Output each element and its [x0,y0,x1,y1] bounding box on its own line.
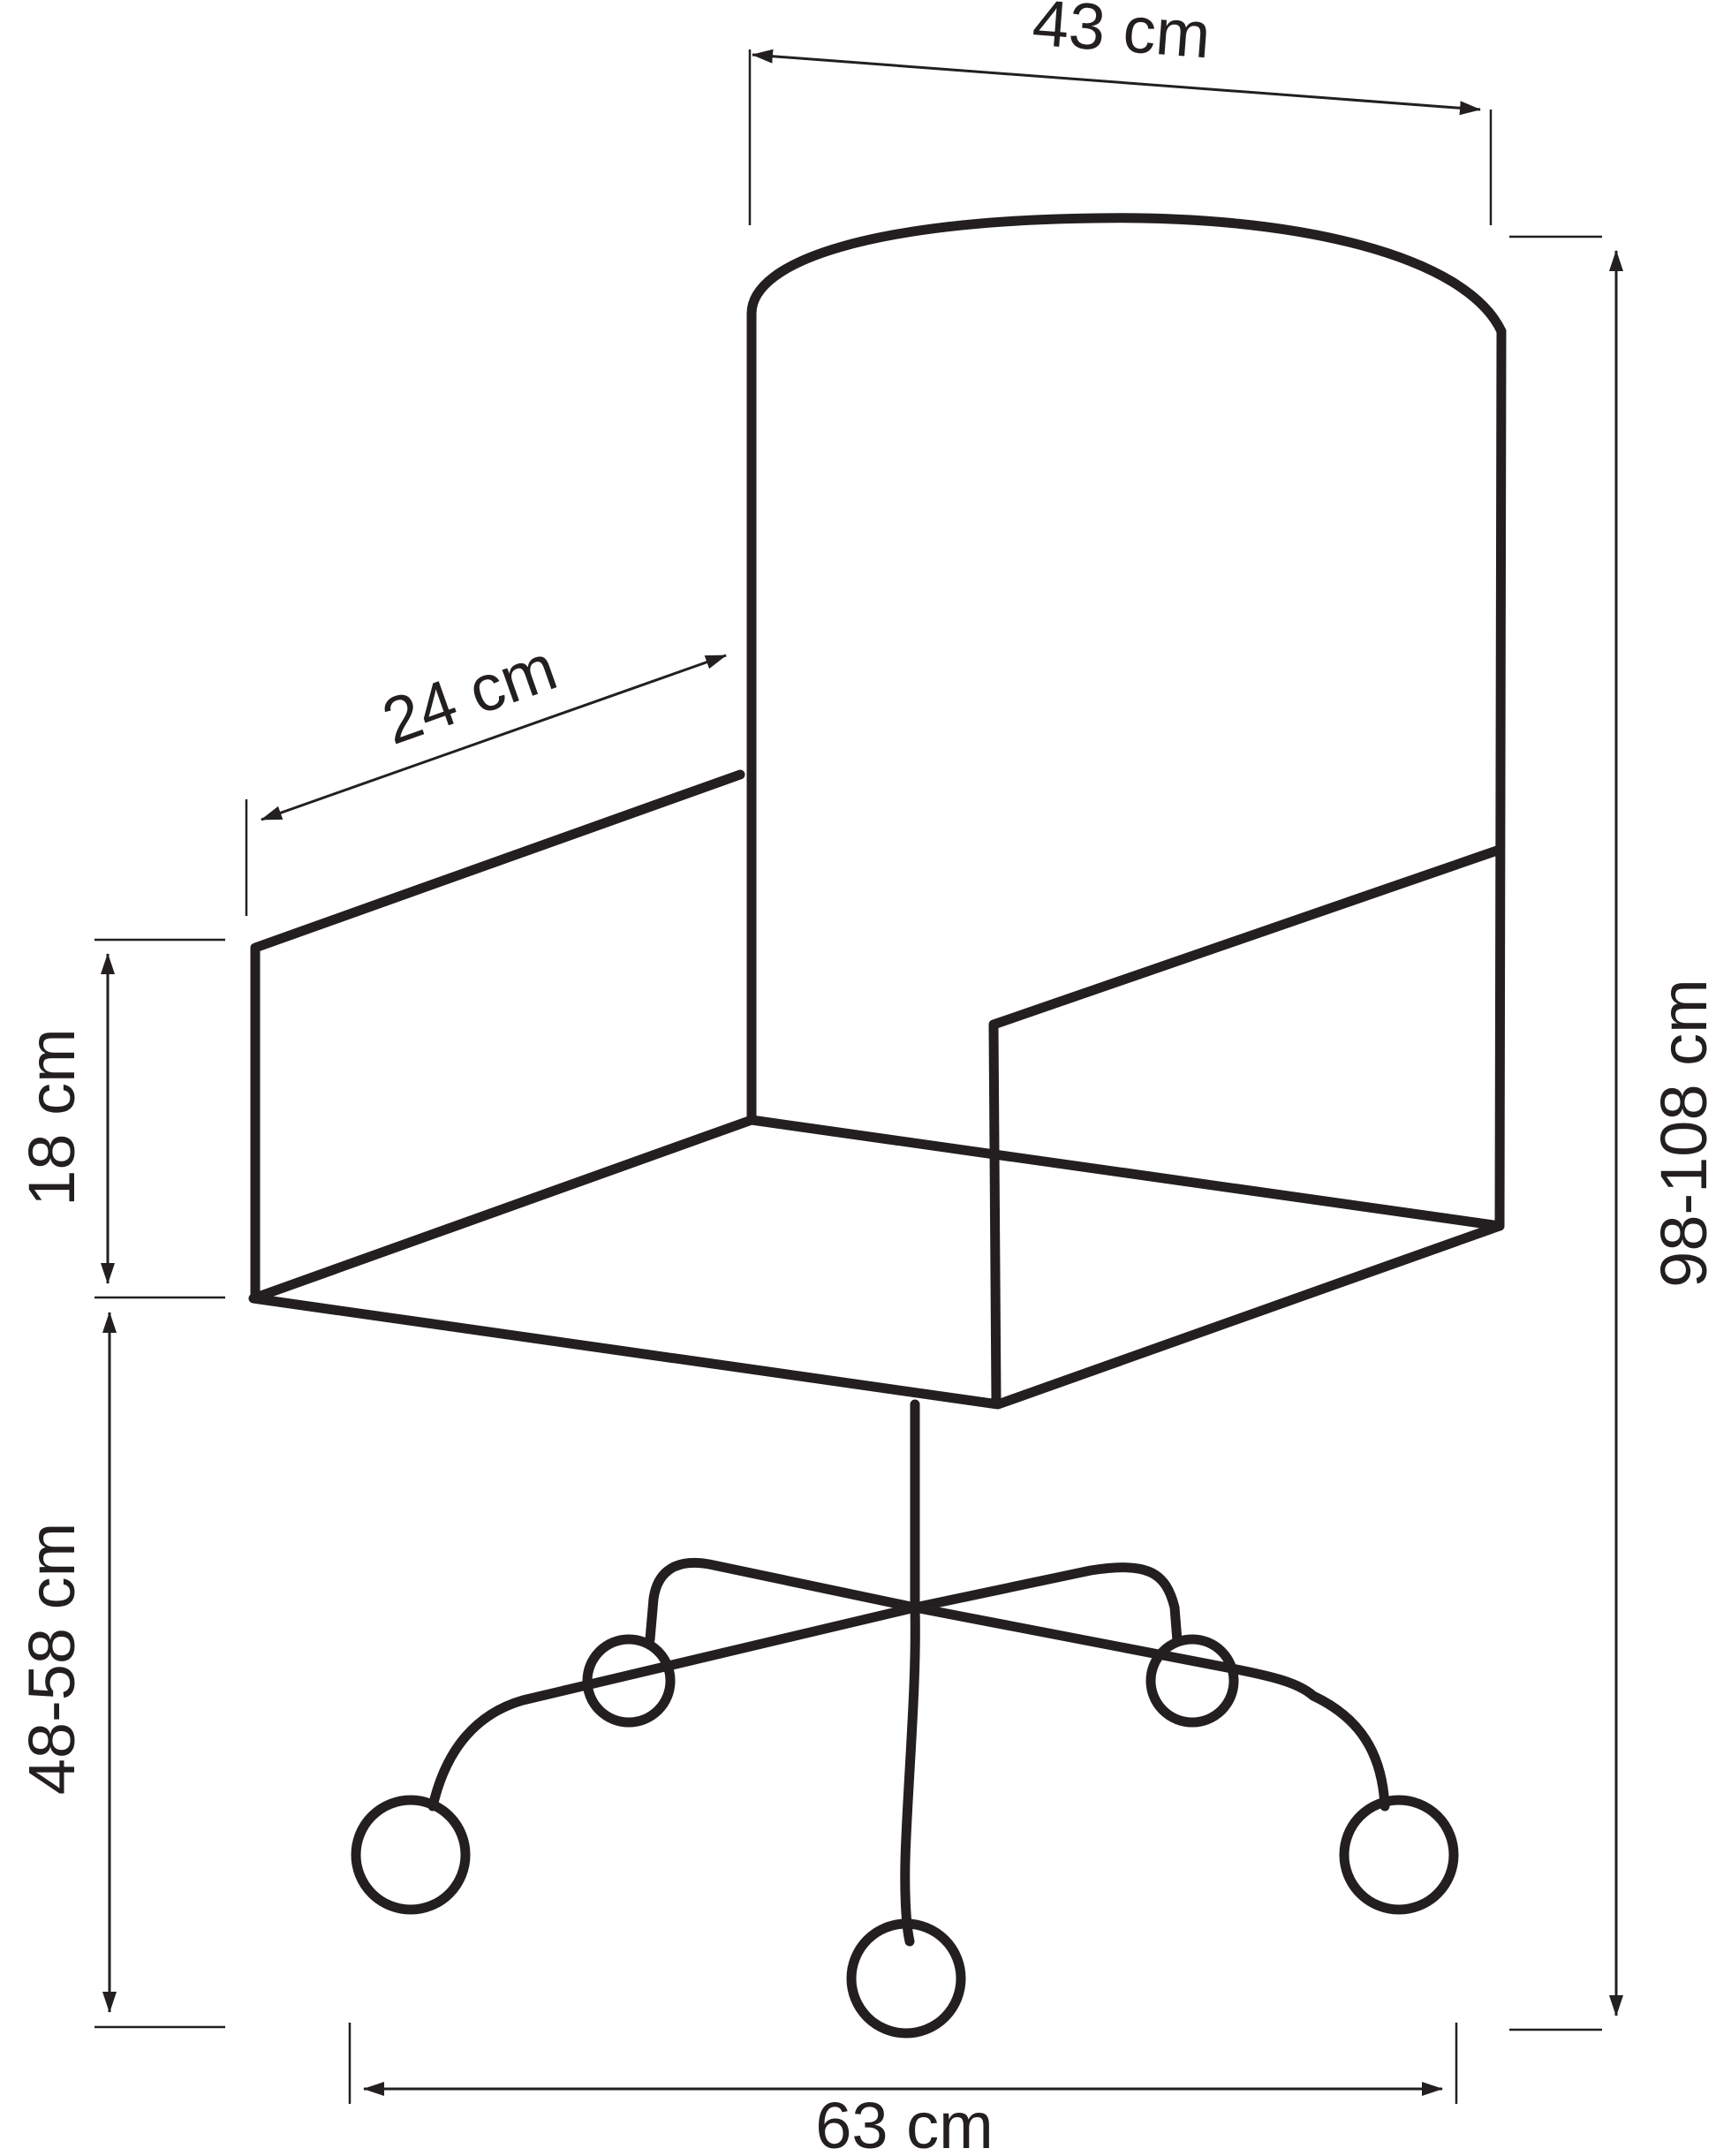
dimension-label: 98-108 cm [1647,979,1720,1288]
dimension-label: 48-58 cm [15,1523,88,1795]
base-leg-left-front [427,1602,920,1812]
caster-wheel-front-left [351,1795,471,1915]
dimension-arrow [261,654,727,821]
dimension-armrest-depth: 24 cm [245,630,727,916]
dimension-backrest-width: 43 cm [748,0,1493,225]
caster-wheel-back-right [1145,1634,1239,1728]
chair-drawing [248,213,1507,2039]
dimension-seat-height: 48-58 cm [15,1312,225,2029]
right-armrest [988,844,1505,1406]
dimension-base-width: 63 cm [348,2023,1458,2156]
gas-lift-column [900,1399,920,1947]
backrest-outline [746,213,1507,1231]
base-leg-right-front [910,1602,1390,1812]
dimension-label: 43 cm [1030,0,1213,72]
dimension-total-height: 98-108 cm [1509,235,1720,2031]
left-armrest [250,769,745,1304]
base-leg-left-back [645,1557,920,1645]
dimension-arrow [752,49,1481,116]
caster-wheel-back-left [582,1634,676,1728]
caster-wheel-front-center [846,1918,966,2039]
caster-wheel-front-right [1339,1795,1459,1915]
dimension-label: 63 cm [815,2089,994,2156]
dimension-label: 18 cm [15,1028,88,1207]
dimension-label: 24 cm [374,630,566,759]
seat-outline [248,1115,1505,1410]
dimension-armrest-height: 18 cm [15,938,225,1299]
base-leg-right-back [910,1562,1183,1646]
